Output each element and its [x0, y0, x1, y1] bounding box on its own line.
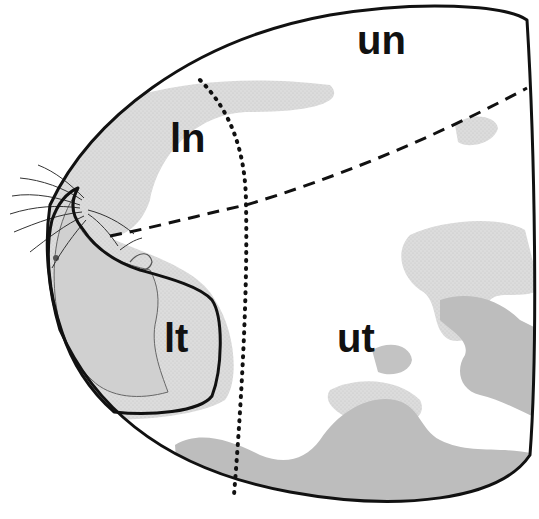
- lt-region-outline: [45, 180, 235, 430]
- brain-outline: [47, 6, 534, 501]
- dashed-boundary: [110, 88, 527, 236]
- rat-head: [10, 165, 168, 396]
- outlined-region: lt: [45, 180, 235, 430]
- region-label: ln: [168, 118, 208, 158]
- lt-region-outline: [48, 188, 220, 413]
- region-label: lt: [162, 318, 190, 358]
- dotted-boundary: [200, 80, 246, 495]
- region-label: ut: [335, 318, 377, 358]
- region-label: un: [355, 20, 408, 60]
- activity-patches: [40, 81, 539, 519]
